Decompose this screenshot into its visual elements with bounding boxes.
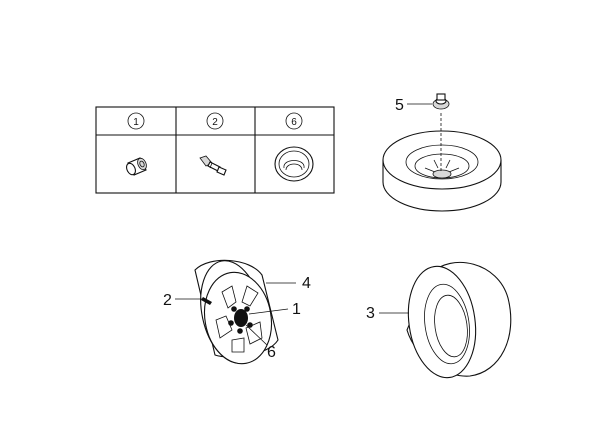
center-cap-icon [274, 146, 314, 182]
tire [406, 261, 512, 379]
callout-3-label: 3 [366, 305, 375, 322]
legend-header-1-label: 1 [133, 117, 139, 128]
legend-table-border [95, 106, 335, 194]
wheel-valve-stem [201, 297, 212, 305]
callout-6: 6 [245, 324, 276, 361]
callout-1: 1 [248, 301, 301, 318]
spare-wheel-spokes [424, 159, 460, 173]
parts-legend-table: 1 2 6 [95, 106, 335, 194]
callout-4-label: 4 [302, 275, 311, 292]
lug-nut-icon [126, 157, 147, 176]
callout-4: 4 [266, 275, 311, 292]
callout-1-leader [248, 308, 289, 315]
tire-bead [424, 283, 470, 365]
wheel-lug-nut [244, 306, 250, 312]
wheel-spoke-opening [231, 337, 245, 353]
legend-header-1: 1 [127, 112, 145, 130]
valve-stem-icon [199, 155, 227, 176]
callout-5: 5 [395, 97, 432, 114]
wheel-lug-nut [231, 306, 237, 312]
wheel-spoke-opening [241, 285, 259, 307]
alloy-wheel [194, 259, 279, 365]
callout-2: 2 [163, 292, 203, 309]
callout-5-label: 5 [395, 97, 404, 114]
tire-inner-rim [434, 294, 468, 358]
callout-6-leader [245, 324, 268, 346]
wheel-center-cap [234, 309, 248, 327]
wheel-lug-nut [228, 320, 234, 326]
legend-header-2-label: 2 [212, 117, 218, 128]
wheel-spoke-opening [245, 321, 263, 345]
spare-wheel-hub [432, 169, 452, 179]
legend-header-6: 6 [285, 112, 303, 130]
legend-header-2: 2 [206, 112, 224, 130]
callout-3: 3 [366, 305, 409, 322]
callout-6-label: 6 [267, 344, 276, 361]
spare-tire-assembly [382, 93, 502, 212]
spare-tire-top [382, 130, 502, 190]
wheel-lug-nut [247, 322, 253, 328]
spare-tire-rim-outer [405, 144, 479, 180]
spare-tire-clamp-nut-icon [432, 93, 450, 110]
wheel-spoke-opening [221, 285, 237, 309]
wheel-spoke-opening [215, 315, 233, 339]
legend-header-6-label: 6 [291, 117, 297, 128]
wheel-lug-nut [237, 328, 243, 334]
callout-2-label: 2 [163, 292, 172, 309]
callout-1-label: 1 [292, 301, 301, 318]
